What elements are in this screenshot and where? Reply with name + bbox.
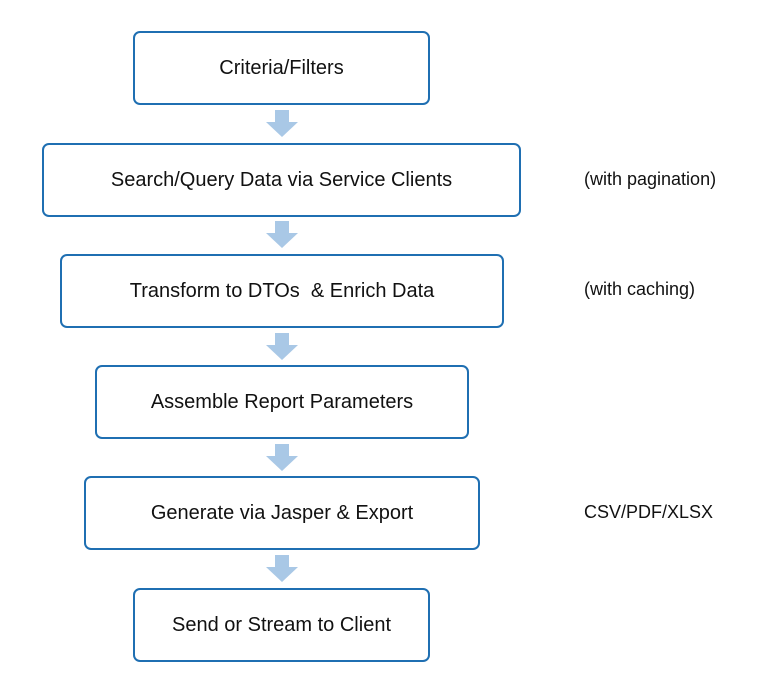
note-pagination: (with pagination)	[584, 169, 717, 189]
step-generate-export: Generate via Jasper & Export	[84, 476, 480, 550]
down-arrow-icon	[266, 444, 298, 471]
down-arrow-icon	[266, 221, 298, 248]
step-transform-enrich: Transform to DTOs & Enrich Data	[60, 254, 504, 328]
down-arrow-icon	[266, 110, 298, 137]
step-send-stream: Send or Stream to Client	[133, 588, 430, 662]
step-label: Transform to DTOs & Enrich Data	[129, 279, 435, 302]
step-criteria-filters: Criteria/Filters	[133, 31, 430, 105]
step-label: Generate via Jasper & Export	[150, 501, 414, 524]
step-assemble-parameters: Assemble Report Parameters	[95, 365, 469, 439]
note-export-formats: CSV/PDF/XLSX	[584, 502, 714, 522]
step-label: Search/Query Data via Service Clients	[110, 168, 453, 191]
step-search-query-data: Search/Query Data via Service Clients	[42, 143, 521, 217]
down-arrow-icon	[266, 333, 298, 360]
note-caching: (with caching)	[584, 279, 696, 299]
step-label: Assemble Report Parameters	[150, 390, 414, 413]
down-arrow-icon	[266, 555, 298, 582]
step-label: Send or Stream to Client	[172, 613, 391, 636]
step-label: Criteria/Filters	[219, 56, 344, 79]
